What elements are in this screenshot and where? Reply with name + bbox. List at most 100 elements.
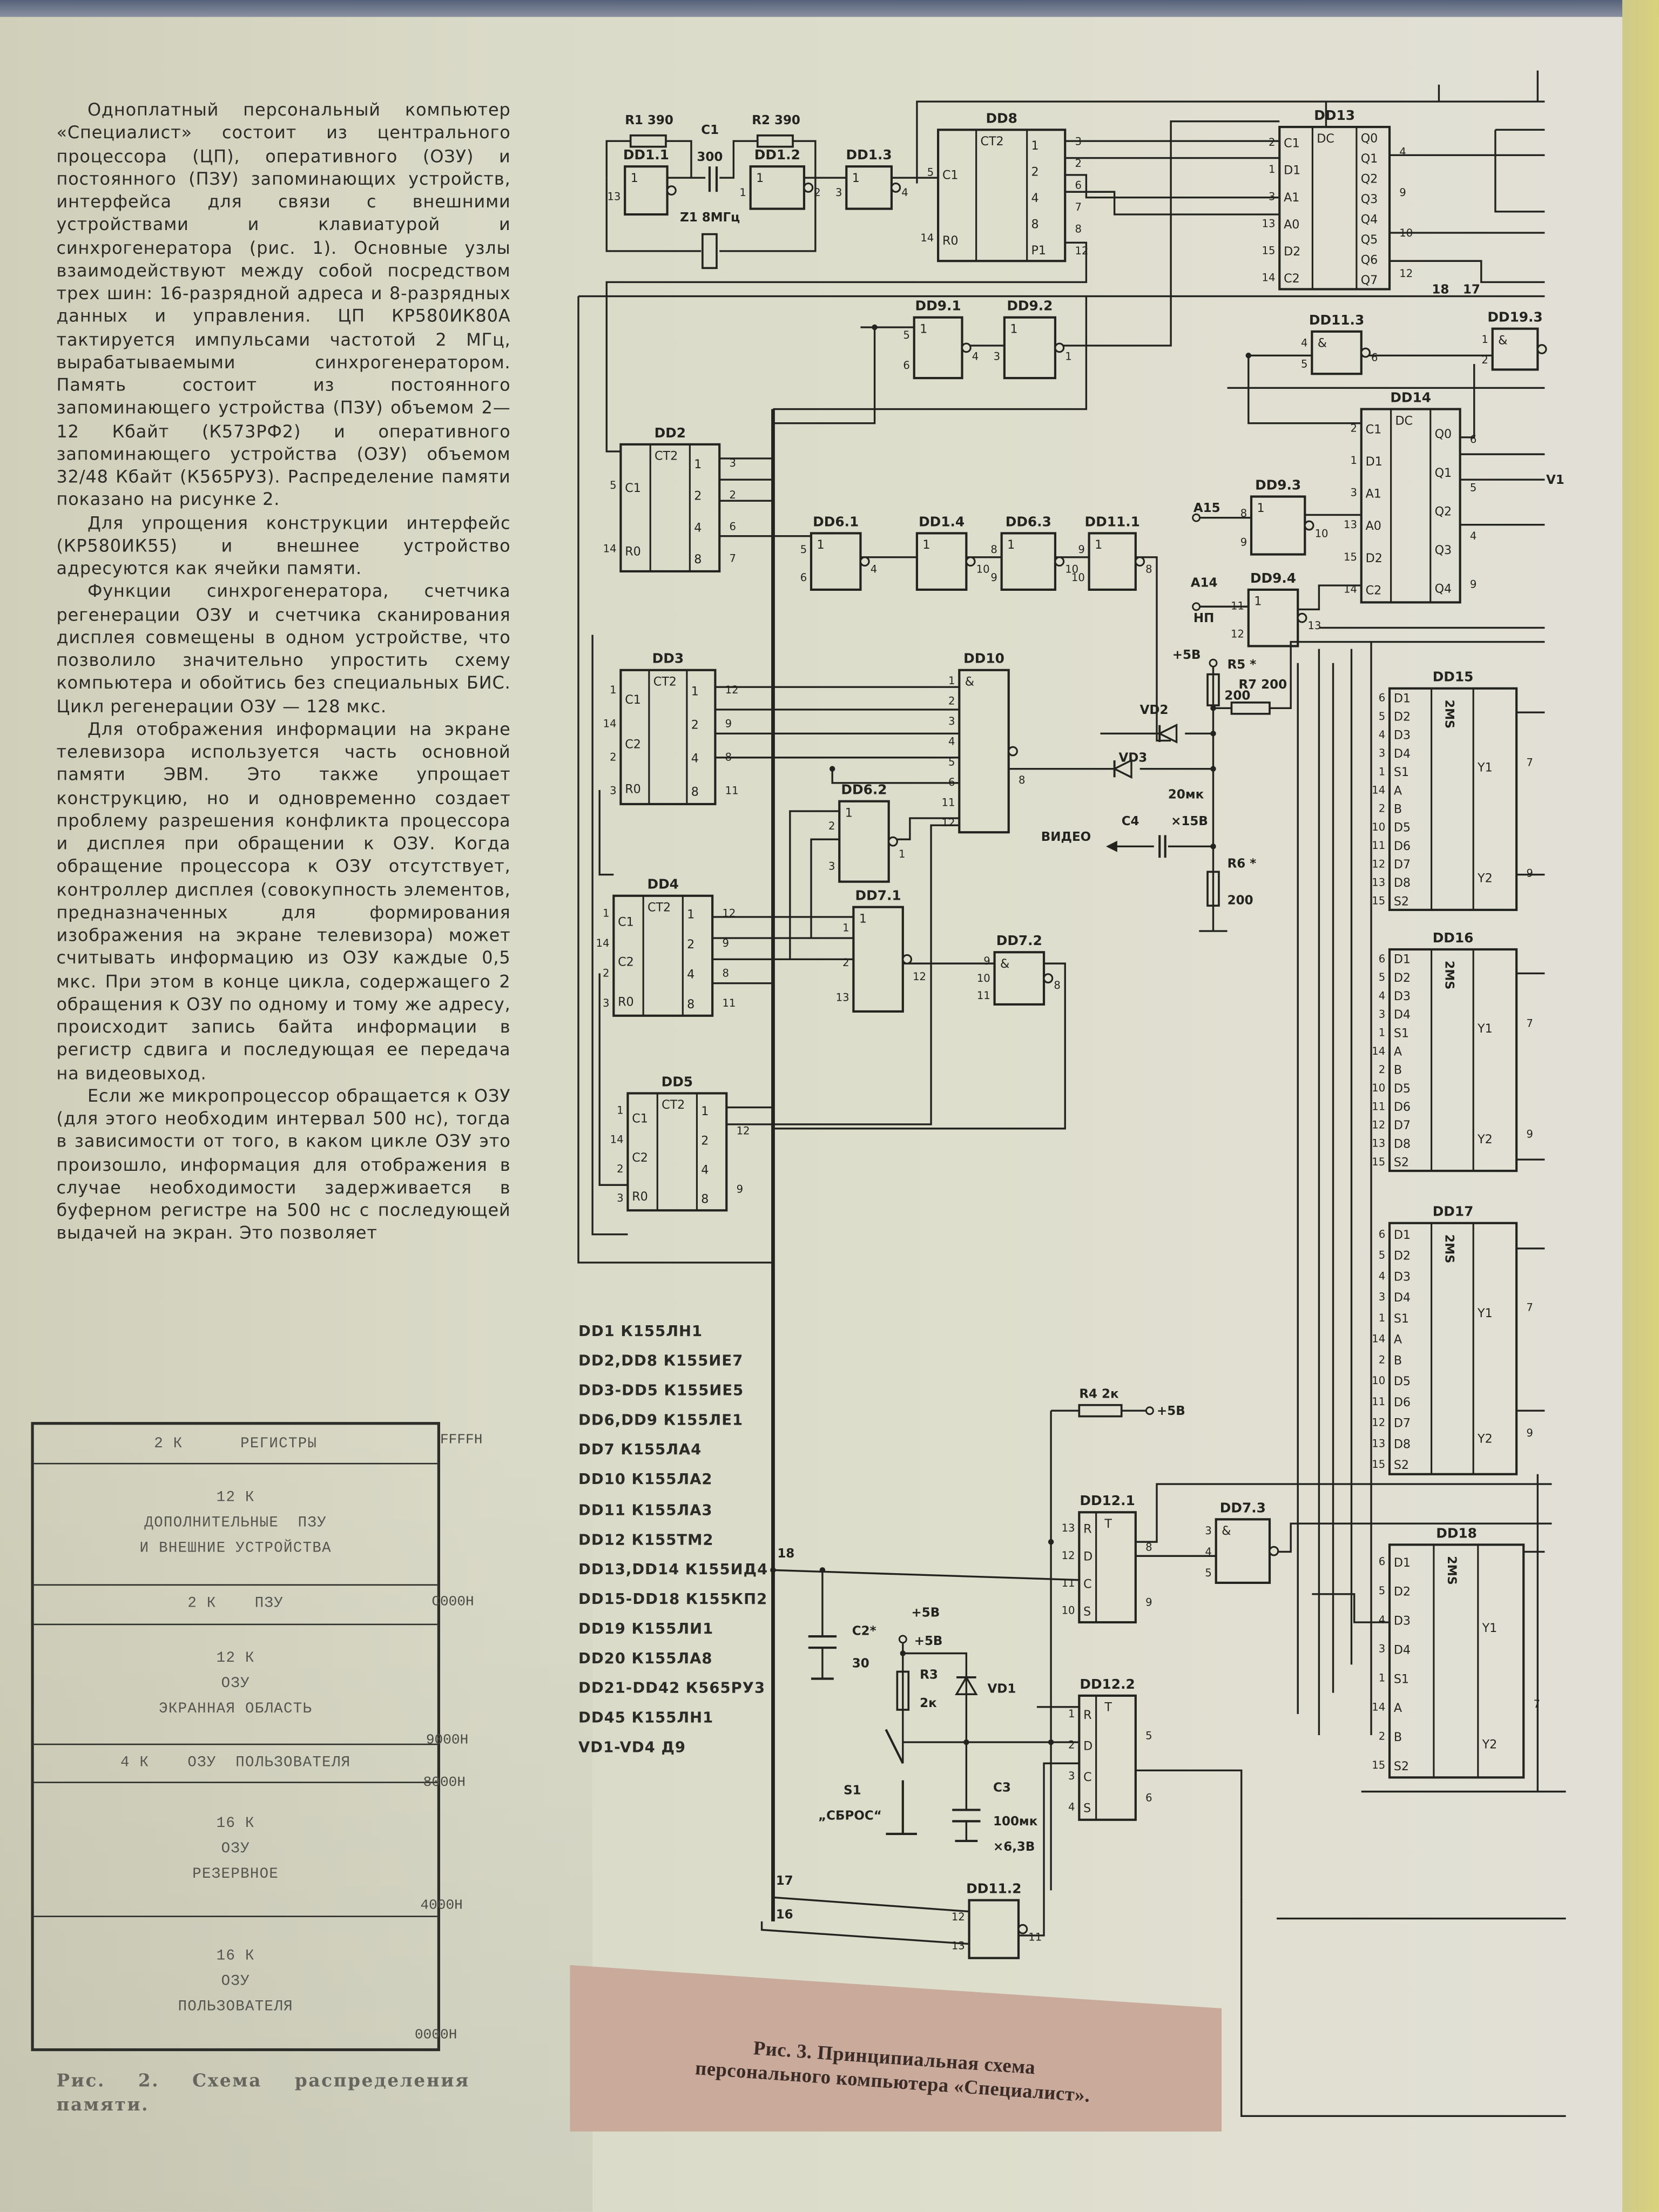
label-r3v: 2к: [920, 1696, 937, 1710]
pin-number: 14: [1372, 1701, 1385, 1713]
chip-output-label: Q0: [1435, 427, 1452, 441]
pin-number: 3: [610, 784, 616, 797]
pin-number: 2: [1350, 422, 1357, 434]
wire: [591, 635, 628, 1236]
label-r5v: 200: [1224, 689, 1250, 703]
chip-dd11-3: DD11.3&456: [1301, 312, 1378, 375]
pin-number: 13: [607, 190, 621, 203]
chip-name: DD6.1: [813, 514, 859, 529]
pin-number: 2: [1379, 802, 1385, 815]
wire: [1269, 640, 1545, 710]
pin-number: 1: [617, 1104, 623, 1116]
junction-dot: [770, 1567, 776, 1573]
pin-number: 8: [1145, 563, 1152, 576]
chip-function: 1: [756, 171, 764, 185]
chip-name: DD9.3: [1255, 477, 1301, 493]
memory-address-label: 0000H: [414, 2028, 457, 2045]
wire: [719, 178, 817, 252]
chip-name: DD16: [1433, 930, 1474, 946]
chip-output-label: 1: [701, 1104, 709, 1118]
parts-list-item: DD6,DD9 К155ЛЕ1: [578, 1412, 744, 1429]
chip-body: [619, 443, 721, 573]
chip-output-label: 2: [701, 1134, 709, 1148]
chip-input-label: S1: [1394, 1312, 1409, 1326]
chip-name: DD8: [986, 110, 1017, 126]
wire: [773, 327, 876, 424]
chip-function: CT2: [980, 134, 1003, 149]
article-paragraph: Если же микропроцессор обращается к ОЗУ …: [56, 1085, 511, 1244]
pin-number: 3: [730, 457, 736, 469]
resistor-r3: [896, 1670, 910, 1711]
wire: [719, 140, 758, 179]
chip-input-label: D7: [1394, 1417, 1411, 1431]
pin-number: 5: [1379, 971, 1385, 983]
chip-function: &: [965, 675, 974, 689]
resistor-r6: [1206, 871, 1220, 907]
chip-name: DD7.3: [1220, 1500, 1266, 1515]
chip-function: DC: [1317, 132, 1334, 146]
chip-name: DD3: [652, 651, 684, 666]
pin-number: 3: [603, 997, 609, 1009]
chip-input-label: D3: [1394, 729, 1411, 743]
label-r3: R3: [920, 1668, 938, 1682]
pin-number: 5: [948, 756, 955, 768]
wire: [916, 100, 1545, 184]
wire: [1065, 191, 1280, 215]
chip-input-label: D5: [1394, 1082, 1411, 1096]
chip-output-label: 8: [701, 1192, 709, 1206]
parts-list-item: DD3-DD5 К155ИЕ5: [578, 1382, 744, 1400]
pin-number: 4: [1205, 1546, 1211, 1558]
wire: [1312, 1593, 1390, 1623]
pin-number: 9: [1526, 1128, 1533, 1141]
chip-input-label: C2: [632, 1151, 648, 1165]
pin-number: 5: [610, 479, 616, 491]
pin-number: 3: [1379, 1291, 1385, 1303]
pin-number: 6: [1145, 1791, 1152, 1804]
label-c2v: 30: [852, 1657, 869, 1671]
pin-number: 13: [1344, 518, 1357, 531]
pin-number: 7: [730, 552, 736, 564]
label-n16: 16: [776, 1908, 793, 1922]
memory-address-label: 9000H: [426, 1734, 469, 1750]
pin-number: 1: [610, 684, 616, 696]
wire: [1494, 130, 1545, 213]
memory-address-label: FFFFH: [440, 1433, 483, 1449]
chip-name: DD15: [1433, 669, 1474, 685]
pin-number: 13: [836, 992, 849, 1004]
chip-body: [968, 1899, 1020, 1959]
parts-list-item: DD1 К155ЛН1: [578, 1323, 703, 1340]
pin-number: 5: [800, 543, 807, 556]
chip-input-label: D8: [1394, 1437, 1411, 1451]
pin-number: 4: [1379, 1270, 1385, 1282]
pin-number: 3: [1068, 1770, 1075, 1782]
chip-name: DD10: [963, 651, 1004, 666]
chip-output-label: 8: [694, 552, 702, 567]
chip-name: DD1.1: [623, 147, 669, 163]
pin-number: 15: [1372, 1156, 1385, 1168]
chip-function: 1: [920, 322, 927, 336]
chip-input-label: D2: [1366, 551, 1382, 565]
chip-output-label: Y1: [1477, 1022, 1493, 1036]
inverter-bubble-icon: [1008, 746, 1018, 757]
article-paragraph: Для упрощения конструкции интерфейс (КР5…: [56, 512, 511, 579]
resistor-r2: [756, 134, 794, 148]
pin-number: 6: [1379, 692, 1385, 704]
pin-number: 9: [983, 955, 990, 967]
chip-name: DD9.2: [1007, 298, 1053, 314]
pin-number: 2: [603, 967, 609, 980]
chip-input-label: D1: [1284, 164, 1300, 178]
chip-body: [626, 1092, 728, 1212]
pin-number: 11: [1231, 599, 1244, 612]
inverter-bubble-icon: [1269, 1546, 1279, 1556]
pin-number: 4: [1379, 1614, 1385, 1626]
pin-number: 7: [1526, 1017, 1533, 1030]
chip-output-label: Q3: [1435, 543, 1452, 557]
